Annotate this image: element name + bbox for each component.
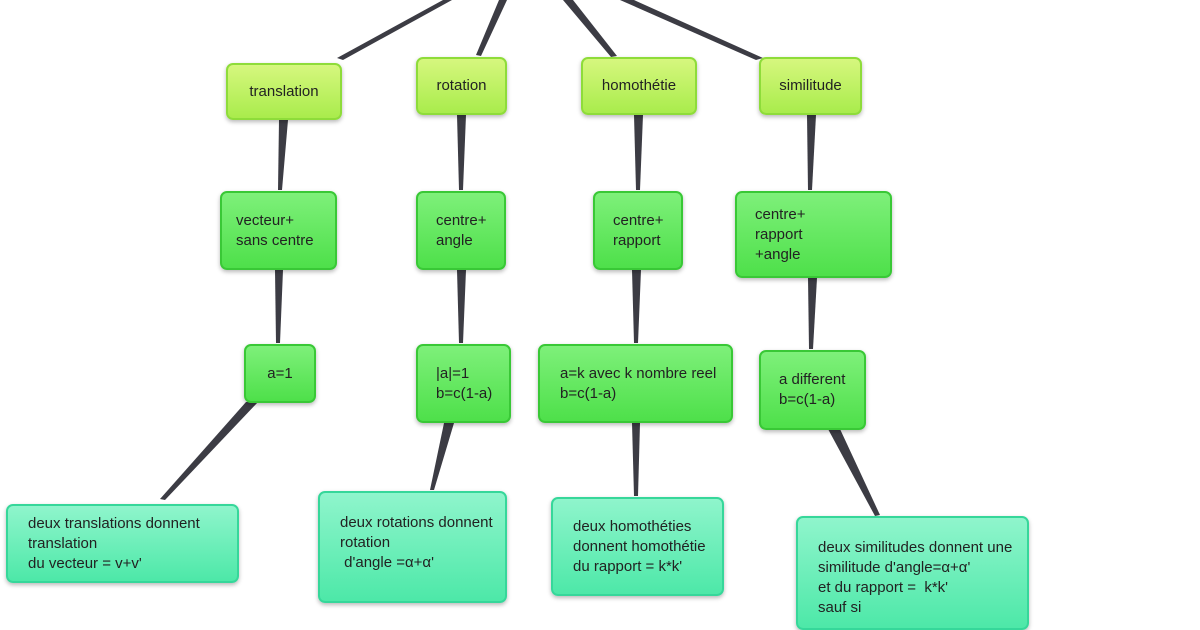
node-label: centre+ angle bbox=[436, 211, 487, 249]
node-label: translation bbox=[249, 82, 319, 100]
node-label: a different b=c(1-a) bbox=[779, 371, 846, 408]
node-homothetie-element[interactable]: centre+ rapport bbox=[593, 191, 683, 270]
node-label: centre+ rapport +angle bbox=[755, 205, 806, 263]
connector-root-translation bbox=[337, 0, 452, 60]
node-homothetie-condition[interactable]: a=k avec k nombre reel b=c(1-a) bbox=[538, 344, 733, 423]
node-label: deux translations donnent translation du… bbox=[28, 514, 200, 572]
connector-rotation-condition bbox=[457, 270, 466, 343]
node-label: centre+ rapport bbox=[613, 211, 664, 249]
node-rotation-composition[interactable]: deux rotations donnent rotation d'angle … bbox=[318, 491, 507, 603]
connector-similitude-composition bbox=[828, 429, 880, 516]
connector-homothetie-composition bbox=[632, 423, 640, 496]
node-label: deux similitudes donnent une similitude … bbox=[818, 539, 1013, 616]
node-homothetie-composition[interactable]: deux homothéties donnent homothétie du r… bbox=[551, 497, 724, 596]
node-translation-element[interactable]: vecteur+ sans centre bbox=[220, 191, 337, 270]
node-similitude-element[interactable]: centre+ rapport +angle bbox=[735, 191, 892, 278]
connector-rotation-element bbox=[457, 115, 466, 190]
node-similitude-title[interactable]: similitude bbox=[759, 57, 862, 115]
node-label: a=1 bbox=[267, 364, 293, 382]
node-label: a=k avec k nombre reel b=c(1-a) bbox=[560, 364, 717, 402]
connector-root-rotation bbox=[476, 0, 507, 56]
connector-root-homothetie bbox=[563, 0, 617, 57]
connector-homothetie-condition bbox=[632, 270, 641, 343]
node-label: deux rotations donnent rotation d'angle … bbox=[340, 514, 493, 571]
connector-rotation-composition bbox=[430, 423, 454, 490]
node-translation-composition[interactable]: deux translations donnent translation du… bbox=[6, 504, 239, 583]
connector-similitude-element bbox=[807, 115, 816, 190]
node-similitude-composition[interactable]: deux similitudes donnent une similitude … bbox=[796, 516, 1029, 630]
node-label: |a|=1 b=c(1-a) bbox=[436, 364, 493, 402]
node-translation-title[interactable]: translation bbox=[226, 63, 342, 120]
connector-translation-element bbox=[278, 120, 288, 190]
node-rotation-element[interactable]: centre+ angle bbox=[416, 191, 506, 270]
node-label: rotation bbox=[436, 77, 487, 94]
node-similitude-condition[interactable]: a different b=c(1-a) bbox=[759, 350, 866, 430]
node-translation-condition[interactable]: a=1 bbox=[244, 344, 316, 403]
connector-translation-condition bbox=[275, 270, 283, 343]
connector-root-similitude bbox=[620, 0, 763, 60]
connector-homothetie-element bbox=[634, 115, 643, 190]
node-label: deux homothéties donnent homothétie du r… bbox=[573, 517, 706, 575]
node-rotation-condition[interactable]: |a|=1 b=c(1-a) bbox=[416, 344, 511, 423]
connector-translation-composition bbox=[160, 402, 258, 500]
connector-similitude-condition bbox=[808, 278, 817, 349]
node-rotation-title[interactable]: rotation bbox=[416, 57, 507, 115]
node-homothetie-title[interactable]: homothétie bbox=[581, 57, 697, 115]
node-label: vecteur+ sans centre bbox=[236, 211, 314, 249]
node-label: homothétie bbox=[601, 77, 677, 94]
node-label: similitude bbox=[779, 77, 842, 94]
